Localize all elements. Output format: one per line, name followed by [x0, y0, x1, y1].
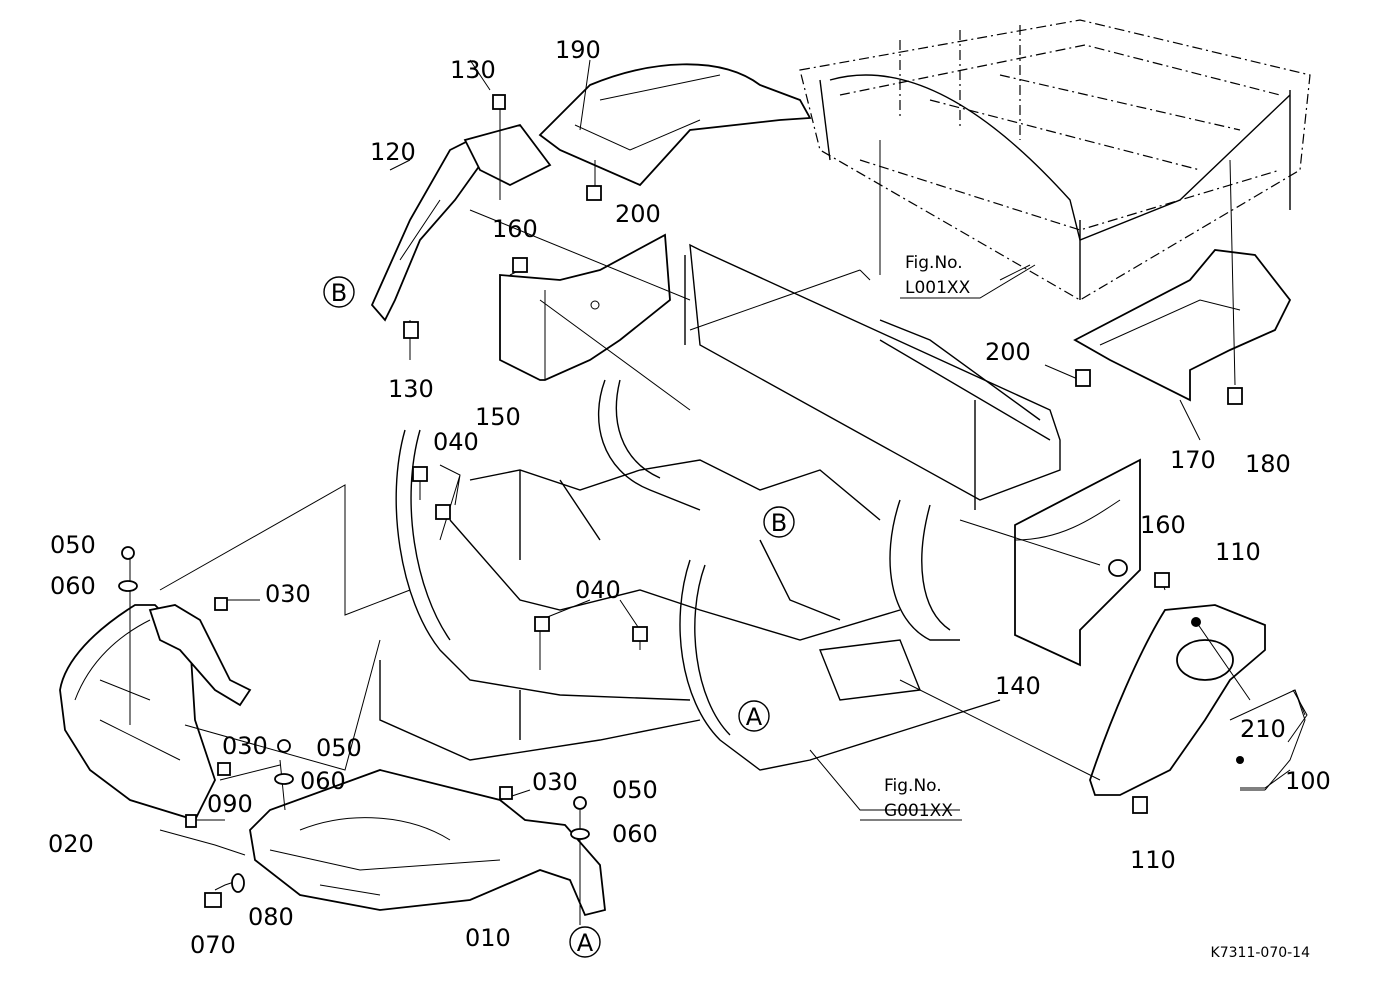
figure-reference-g001xx-title: Fig.No. [884, 776, 942, 796]
callout-010: 010 [465, 924, 511, 952]
panel-150 [499, 233, 671, 381]
callout-120: 120 [370, 138, 416, 166]
figure-reference-g001xx: Fig.No. G001XX [860, 776, 962, 821]
callout-050c: 050 [612, 776, 658, 804]
callout-100: 100 [1285, 767, 1331, 795]
bracket-100 [1240, 689, 1308, 789]
figure-reference-g001xx-code: G001XX [884, 801, 953, 821]
callout-110b: 110 [1130, 846, 1176, 874]
callout-210: 210 [1240, 715, 1286, 743]
callout-090: 090 [207, 790, 253, 818]
callout-150: 150 [475, 403, 521, 431]
rear-fender-170 [1073, 249, 1292, 402]
rear-fender-190 [538, 63, 812, 187]
callout-200a: 200 [615, 200, 661, 228]
callout-170: 170 [1170, 446, 1216, 474]
reference-marker-a2-label: A [577, 929, 594, 957]
reference-marker-b1-label: B [331, 279, 347, 307]
main-chassis [379, 243, 1061, 771]
callout-030c: 030 [532, 768, 578, 796]
reference-marker-b1: B [323, 276, 355, 308]
callout-130a: 130 [450, 56, 496, 84]
cargo-bed-frame [799, 19, 1311, 301]
callout-200b: 200 [985, 338, 1031, 366]
side-bracket-120 [370, 123, 552, 322]
callout-060a: 060 [50, 572, 96, 600]
reference-marker-a1-label: A [746, 703, 763, 731]
callout-060b: 060 [300, 767, 346, 795]
callout-030b: 030 [222, 732, 268, 760]
panel-140 [1014, 458, 1141, 667]
callout-040b: 040 [575, 576, 621, 604]
figure-reference-l001xx-title: Fig.No. [905, 253, 963, 273]
figure-reference-l001xx-code: L001XX [905, 278, 971, 298]
callout-020: 020 [48, 830, 94, 858]
callout-040a: 040 [433, 428, 479, 456]
figure-reference-l001xx: Fig.No. L001XX [900, 253, 1036, 299]
reference-marker-b2-label: B [771, 509, 787, 537]
callout-160a: 160 [492, 215, 538, 243]
callout-180: 180 [1245, 450, 1291, 478]
fender-assembly-100 [1089, 604, 1306, 796]
reference-marker-a1: A [738, 700, 770, 732]
callout-050b: 050 [316, 734, 362, 762]
callout-080: 080 [248, 903, 294, 931]
front-bumper-020 [59, 604, 252, 822]
callout-labels: 130 190 120 200 160 130 150 200 170 180 … [48, 36, 1331, 959]
reference-marker-b2: B [763, 506, 795, 538]
callout-110a: 110 [1215, 538, 1261, 566]
drawing-code: K7311-070-14 [1211, 945, 1311, 961]
callout-190: 190 [555, 36, 601, 64]
hardware [118, 94, 1244, 908]
reference-marker-a2: A [569, 926, 601, 958]
callout-140: 140 [995, 672, 1041, 700]
callout-130b: 130 [388, 375, 434, 403]
front-bumper-010 [249, 769, 606, 917]
callout-030a: 030 [265, 580, 311, 608]
callout-050a: 050 [50, 531, 96, 559]
callout-060c: 060 [612, 820, 658, 848]
callout-160b: 160 [1140, 511, 1186, 539]
callout-070: 070 [190, 931, 236, 959]
